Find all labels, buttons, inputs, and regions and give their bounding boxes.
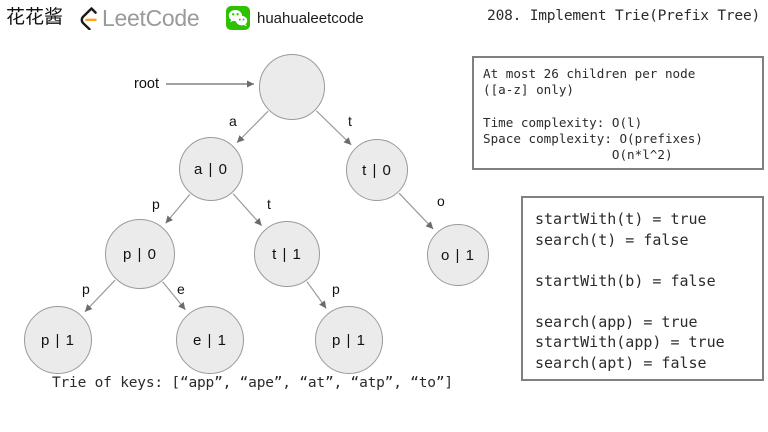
root-label: root bbox=[134, 76, 159, 92]
trie-edge-label-a0-p0: p bbox=[152, 196, 160, 212]
brand-chinese-name: 花花酱 bbox=[6, 6, 64, 28]
wechat-handle: huahualeetcode bbox=[257, 10, 364, 27]
trie-node-t0: t | 0 bbox=[346, 139, 408, 201]
leetcode-wordmark: LeetCode bbox=[102, 5, 200, 31]
trie-node-p1a: p | 1 bbox=[24, 306, 92, 374]
trie-node-e1: e | 1 bbox=[176, 306, 244, 374]
trie-edge-t0-o1 bbox=[398, 192, 434, 230]
trie-edge-label-p0-p1a: p bbox=[82, 281, 90, 297]
trie-edge-root-t0 bbox=[315, 110, 352, 146]
query-results-box: startWith(t) = true search(t) = false st… bbox=[521, 196, 764, 381]
trie-edge-label-root-t0: t bbox=[348, 113, 352, 129]
trie-edge-t1-p1b bbox=[306, 281, 327, 309]
page-title: 208. Implement Trie(Prefix Tree) bbox=[487, 8, 760, 24]
trie-edge-label-root-a0: a bbox=[229, 113, 237, 129]
trie-edge-label-t0-o1: o bbox=[437, 193, 445, 209]
leetcode-logo: LeetCode bbox=[78, 5, 200, 31]
trie-edge-label-p0-e1: e bbox=[177, 281, 185, 297]
trie-edge-label-a0-t1: t bbox=[267, 196, 271, 212]
trie-node-t1: t | 1 bbox=[254, 221, 320, 287]
trie-node-a0: a | 0 bbox=[179, 137, 243, 201]
trie-node-root bbox=[259, 54, 325, 120]
complexity-note-box: At most 26 children per node ([a-z] only… bbox=[472, 56, 764, 170]
trie-edge-root-a0 bbox=[236, 110, 269, 144]
trie-caption: Trie of keys: [“app”, “ape”, “at”, “atp”… bbox=[52, 375, 453, 391]
trie-diagram: root a | 0 t | 0 p | 0 t | 1 o | 1 p | 1 e | 1… bbox=[24, 54, 489, 374]
slide-header: 花花酱 LeetCode hua bbox=[0, 0, 768, 38]
trie-edge-p0-e1 bbox=[162, 281, 186, 311]
trie-node-o1: o | 1 bbox=[427, 224, 489, 286]
trie-node-p0: p | 0 bbox=[105, 219, 175, 289]
trie-node-p1b: p | 1 bbox=[315, 306, 383, 374]
leetcode-logo-icon bbox=[78, 6, 100, 31]
trie-edge-a0-t1 bbox=[232, 193, 263, 227]
wechat-logo-icon bbox=[226, 6, 250, 30]
trie-edge-a0-p0 bbox=[165, 193, 191, 224]
trie-edge-p0-p1a bbox=[84, 279, 116, 313]
trie-edge-label-t1-p1b: p bbox=[332, 281, 340, 297]
trie-edges bbox=[84, 80, 434, 313]
